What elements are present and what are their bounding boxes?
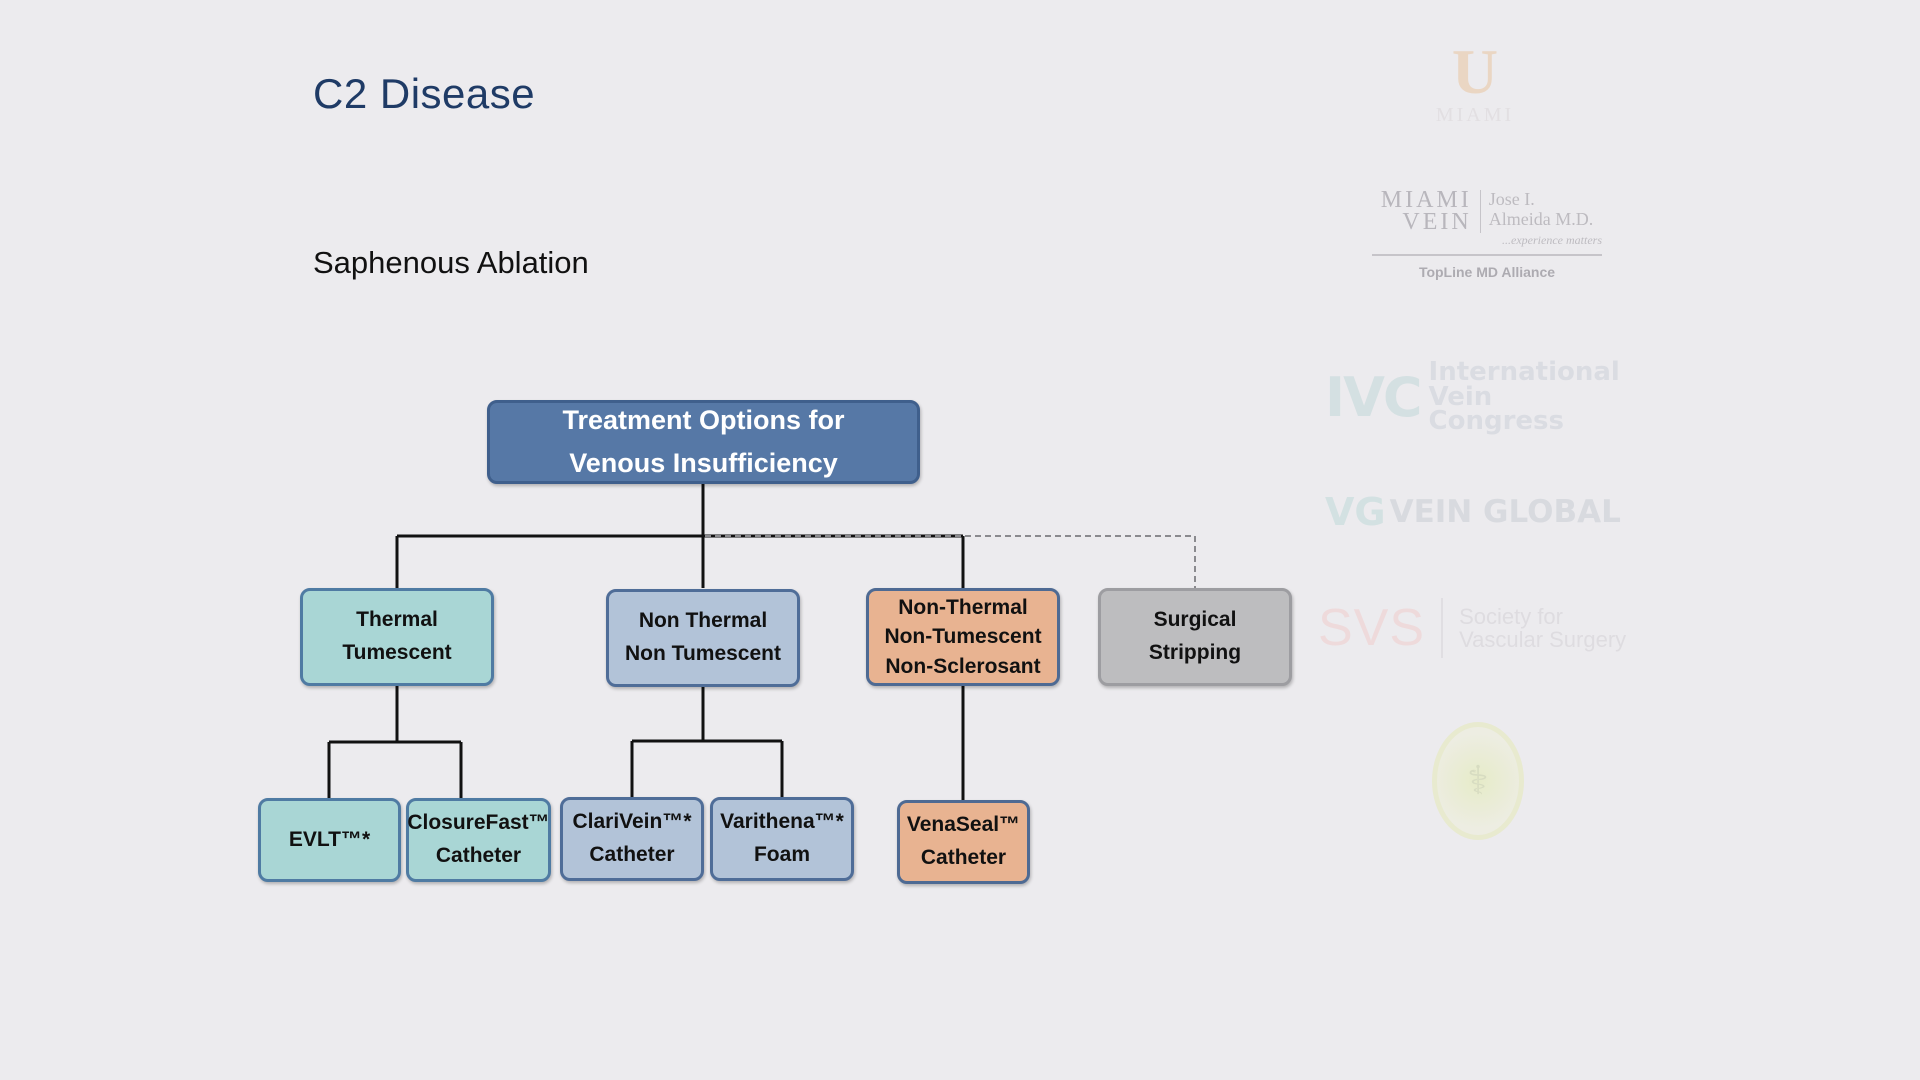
slide-title: C2 Disease (313, 70, 536, 117)
category-line: Non-Sclerosant (885, 654, 1041, 678)
category-line: Non Thermal (638, 609, 768, 633)
leaf-line: ClariVein™* (572, 810, 692, 834)
leaf-node-venaseal: VenaSeal™ Catheter (897, 800, 1030, 884)
miami-vein-tagline: ...experience matters (1502, 233, 1602, 248)
root-line-2: Venous Insufficiency (569, 448, 838, 478)
category-line: Tumescent (342, 641, 452, 664)
svs-logo-line: Vascular Surgery (1459, 627, 1627, 652)
leaf-line: ClosureFast™ (407, 811, 550, 835)
miami-vein-logo: MIAMI VEIN Jose I. Almeida M.D. ...exper… (1372, 187, 1602, 281)
category-line: Non-Thermal (898, 595, 1028, 619)
category-line: Non Tumescent (625, 642, 781, 665)
vein-global-logo: VG VEIN GLOBAL (1325, 490, 1645, 534)
miami-vein-doctor-line: Jose I. (1488, 189, 1535, 209)
leaf-line: Catheter (589, 843, 675, 866)
ivc-logo-line: International (1428, 357, 1620, 387)
category-node-nonsclerosant: Non-Thermal Non-Tumescent Non-Sclerosant (866, 588, 1060, 686)
svs-logo-line: Society for (1459, 603, 1563, 629)
leaf-node-evlt: EVLT™* (258, 798, 401, 882)
university-logo: U MIAMI (1420, 40, 1530, 127)
leaf-line: EVLT™* (288, 827, 371, 851)
ivc-logo: IVC International Vein Congress (1325, 357, 1635, 437)
ivc-logo-line: Vein Congress (1428, 381, 1564, 437)
category-line: Thermal (356, 608, 438, 632)
miami-vein-word: MIAMI (1380, 187, 1472, 213)
leaf-node-clarivein: ClariVein™* Catheter (560, 797, 704, 881)
leaf-line: Catheter (435, 844, 522, 867)
leaf-node-varithena: Varithena™* Foam (710, 797, 854, 881)
leaf-line: VenaSeal™ (906, 813, 1021, 837)
medical-seal-logo: ⚕ (1432, 722, 1532, 840)
vein-global-logo-text: VEIN GLOBAL (1389, 494, 1621, 530)
slide-subtitle: Saphenous Ablation (313, 245, 589, 280)
svs-logo: SVS Society for Vascular Surgery (1318, 598, 1638, 658)
leaf-line: Catheter (920, 846, 1007, 869)
university-logo-mark: U (1451, 36, 1499, 107)
svs-logo-divider (1441, 598, 1444, 658)
ivc-logo-mark: IVC (1325, 365, 1423, 429)
vein-global-logo-mark: VG (1325, 490, 1386, 534)
category-node-thermal: Thermal Tumescent (300, 588, 494, 686)
leaf-line: Varithena™* (720, 810, 844, 834)
caduceus-icon: ⚕ (1432, 722, 1524, 840)
university-logo-name: MIAMI (1435, 104, 1515, 126)
category-line: Surgical (1153, 608, 1237, 632)
leaf-line: Foam (753, 843, 810, 866)
miami-vein-alliance: TopLine MD Alliance (1418, 264, 1556, 281)
miami-vein-word: VEIN (1402, 208, 1472, 235)
svs-logo-text: Society for Vascular Surgery (1459, 605, 1626, 651)
svs-logo-mark: SVS (1318, 599, 1426, 657)
category-node-nonthermal: Non Thermal Non Tumescent (606, 589, 800, 687)
miami-vein-doctor-line: Almeida M.D. (1488, 208, 1594, 229)
category-line: Non-Tumescent (884, 625, 1042, 649)
category-line: Stripping (1148, 641, 1242, 664)
root-node: Treatment Options for Venous Insufficien… (487, 400, 920, 484)
miami-vein-wordmark: MIAMI VEIN (1380, 187, 1481, 235)
ivc-logo-text: International Vein Congress (1421, 357, 1635, 437)
root-line-1: Treatment Options for (562, 404, 845, 435)
miami-vein-doctor: Jose I. Almeida M.D. (1481, 189, 1594, 230)
miami-vein-divider (1372, 254, 1602, 257)
leaf-node-closurefast: ClosureFast™ Catheter (406, 798, 551, 882)
category-node-surgical: Surgical Stripping (1098, 588, 1292, 686)
